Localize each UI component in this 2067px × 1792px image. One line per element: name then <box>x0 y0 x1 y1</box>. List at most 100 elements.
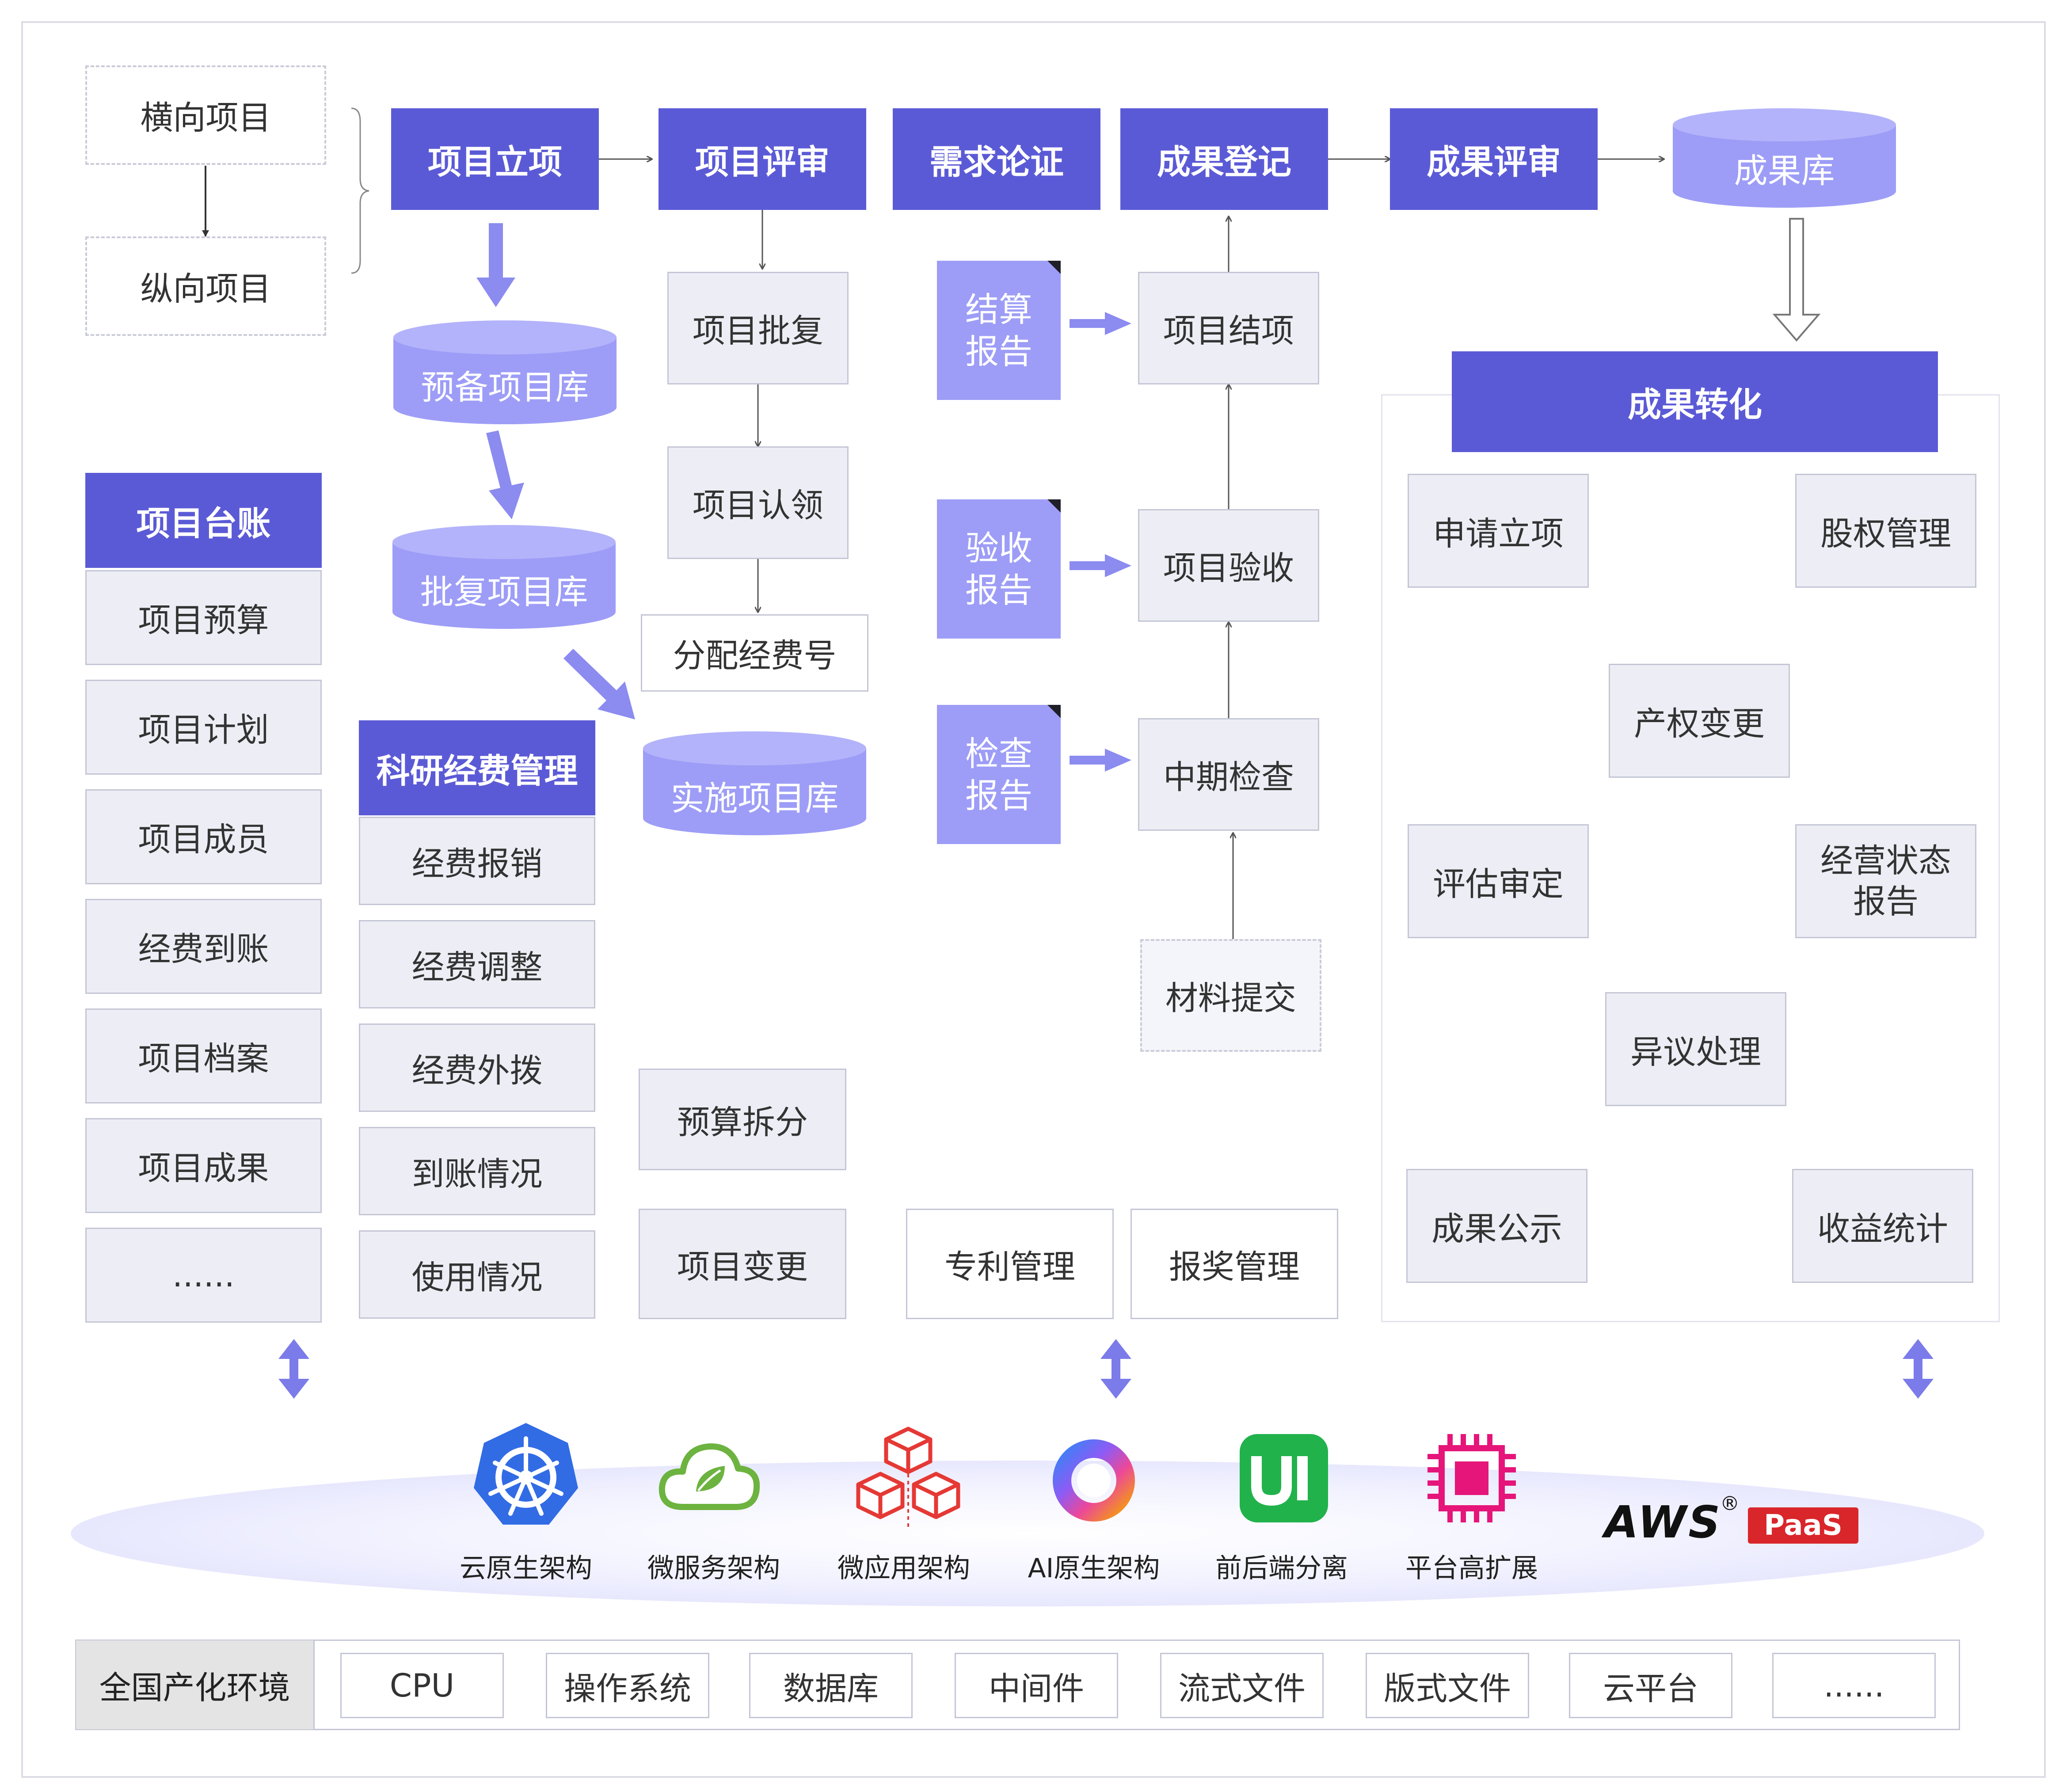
assign-fee-box: 分配经费号 <box>641 614 868 692</box>
project-change-box: 项目变更 <box>639 1209 846 1319</box>
fund-title-box: 科研经费管理 <box>359 720 595 815</box>
env-item-label: 流式文件 <box>1178 1670 1306 1707</box>
fund-item-label: 经费外拨 <box>411 1051 543 1090</box>
transform-title: 成果转化 <box>1628 385 1762 424</box>
tech-platform-ellipse <box>71 1461 1984 1606</box>
revenue-box: 收益统计 <box>1792 1169 1973 1283</box>
big-arrow-reserve-to-approved <box>486 430 524 519</box>
tech-label: 云原生架构 <box>460 1553 592 1584</box>
implement-library-cylinder: 实施项目库 <box>643 731 866 835</box>
project-setup-label: 项目立项 <box>428 142 562 182</box>
reserve-library-cylinder: 预备项目库 <box>393 320 617 424</box>
project-review-label: 项目评审 <box>695 142 830 182</box>
env-item-label: 云平台 <box>1603 1670 1698 1707</box>
env-item: 操作系统 <box>546 1653 709 1718</box>
fund-item: 经费调整 <box>359 920 595 1008</box>
award-label: 报奖管理 <box>1169 1248 1300 1286</box>
big-arrow-approved-to-implement <box>563 649 635 719</box>
ledger-item-label: ...... <box>172 1256 235 1294</box>
result-register-label: 成果登记 <box>1157 142 1291 182</box>
settlement-report-doc: 结算 报告 <box>937 261 1061 400</box>
registered-mark: ® <box>1720 1492 1740 1515</box>
objection-box: 异议处理 <box>1605 992 1786 1106</box>
ai-ring-icon <box>1053 1439 1135 1522</box>
fund-item: 使用情况 <box>359 1230 595 1319</box>
operation-report-box: 经营状态 报告 <box>1795 824 1976 938</box>
ledger-item: 项目计划 <box>85 680 322 775</box>
ledger-item-label: 项目成果 <box>138 1149 269 1187</box>
ledger-item: 项目预算 <box>85 570 322 665</box>
result-review-box: 成果评审 <box>1390 108 1598 210</box>
apply-box: 申请立项 <box>1408 474 1589 588</box>
equity-box: 股权管理 <box>1795 474 1976 588</box>
brace <box>351 107 369 274</box>
transform-title-box: 成果转化 <box>1452 351 1938 452</box>
patent-box: 专利管理 <box>906 1209 1114 1319</box>
publicity-box: 成果公示 <box>1406 1169 1587 1283</box>
result-library-cylinder: 成果库 <box>1673 108 1896 208</box>
ledger-item-label: 经费到账 <box>138 930 269 968</box>
budget-split-label: 预算拆分 <box>677 1103 808 1141</box>
ledger-item: 项目档案 <box>85 1008 322 1103</box>
fund-item-label: 使用情况 <box>411 1258 543 1297</box>
tech-label: 前后端分离 <box>1215 1553 1348 1584</box>
env-item-label: CPU <box>389 1667 455 1704</box>
project-setup-box: 项目立项 <box>391 108 599 210</box>
fund-item-label: 经费调整 <box>411 948 543 986</box>
double-arrow-right <box>1903 1339 1934 1399</box>
result-library-top <box>1673 108 1896 141</box>
acceptance-label: 项目验收 <box>1163 549 1294 587</box>
env-item: 中间件 <box>955 1653 1118 1718</box>
horizontal-project-label: 横向项目 <box>140 99 271 137</box>
approved-library-cylinder: 批复项目库 <box>392 525 616 629</box>
ledger-item-label: 项目计划 <box>138 711 269 749</box>
vertical-project-box: 纵向项目 <box>85 236 326 336</box>
fund-item: 到账情况 <box>359 1127 595 1215</box>
revenue-label: 收益统计 <box>1817 1210 1948 1248</box>
operation-report-label: 经营状态 报告 <box>1820 841 1951 921</box>
env-item: 流式文件 <box>1160 1653 1324 1718</box>
midterm-box: 中期检查 <box>1138 718 1319 831</box>
ledger-title-box: 项目台账 <box>85 473 322 568</box>
fund-item-label: 经费报销 <box>411 845 543 883</box>
env-item: 版式文件 <box>1366 1653 1529 1718</box>
acceptance-report-label: 验收 报告 <box>965 528 1032 610</box>
arrow-settlement-to-closing <box>1070 312 1131 335</box>
objection-label: 异议处理 <box>1630 1033 1761 1071</box>
vertical-project-label: 纵向项目 <box>140 270 271 308</box>
env-title: 全国产化环境 <box>99 1669 290 1706</box>
env-item-label: 中间件 <box>988 1670 1084 1707</box>
tech-label: AI原生架构 <box>1028 1553 1160 1584</box>
fund-item: 经费外拨 <box>359 1023 595 1112</box>
apply-label: 申请立项 <box>1433 514 1564 553</box>
claim-label: 项目认领 <box>693 487 823 525</box>
ledger-item-label: 项目档案 <box>138 1040 269 1078</box>
spring-cloud-icon <box>659 1443 760 1510</box>
env-item: CPU <box>340 1653 504 1718</box>
result-library-label: 成果库 <box>1734 151 1835 190</box>
diagram-frame <box>21 21 2046 1778</box>
patent-label: 专利管理 <box>944 1248 1075 1286</box>
ledger-item: ...... <box>85 1228 322 1323</box>
settlement-report-label: 结算 报告 <box>965 289 1032 371</box>
approved-library-top <box>392 525 616 559</box>
acceptance-box: 项目验收 <box>1138 509 1319 622</box>
env-item: 云平台 <box>1569 1653 1732 1718</box>
fund-item-label: 到账情况 <box>411 1155 543 1193</box>
approval-label: 项目批复 <box>693 312 823 350</box>
aws-logo-text: AWS <box>1604 1496 1722 1548</box>
double-arrow-center <box>1100 1339 1131 1399</box>
env-item-label: 数据库 <box>783 1670 879 1707</box>
result-register-box: 成果登记 <box>1120 108 1328 210</box>
ledger-item: 经费到账 <box>85 899 322 994</box>
closing-box: 项目结项 <box>1138 272 1319 384</box>
result-review-label: 成果评审 <box>1427 142 1561 182</box>
acceptance-report-doc: 验收 报告 <box>937 499 1061 639</box>
double-arrow-left <box>278 1339 309 1399</box>
chip-icon <box>1427 1434 1516 1522</box>
budget-split-box: 预算拆分 <box>639 1069 846 1170</box>
tech-label: 平台高扩展 <box>1405 1553 1538 1584</box>
inspection-report-doc: 检查 报告 <box>937 705 1061 844</box>
env-item-label: 操作系统 <box>563 1670 691 1707</box>
demand-argument-label: 需求论证 <box>929 142 1064 182</box>
